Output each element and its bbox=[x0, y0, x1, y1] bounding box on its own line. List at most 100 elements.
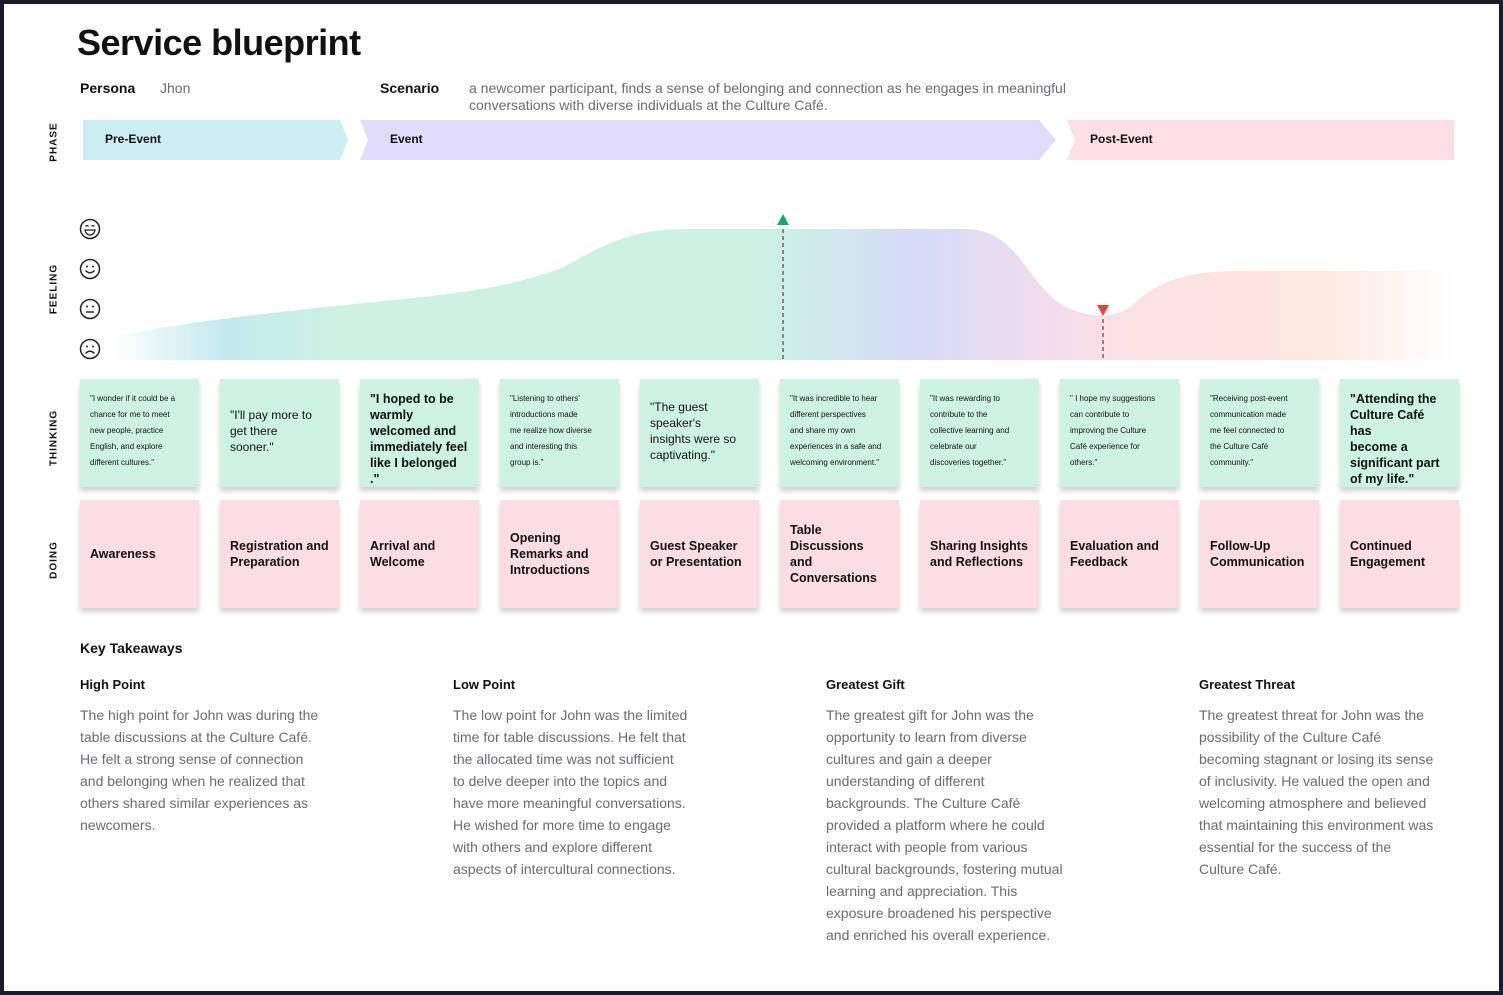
quote-line: English, and explore bbox=[90, 442, 163, 451]
thinking-note: " I hope my suggestions can contribute to… bbox=[1060, 379, 1179, 487]
quote-line: welcoming environment." bbox=[790, 458, 880, 467]
takeaway-line: the allocated time was not sufficient bbox=[453, 751, 674, 767]
takeaway-line: with others and explore different bbox=[453, 839, 652, 855]
phase-arrow-event bbox=[360, 120, 1056, 160]
phase-label-pre-event: Pre-Event bbox=[105, 132, 162, 146]
takeaway-line: becoming stagnant or losing its sense bbox=[1199, 751, 1434, 767]
step-line: Preparation bbox=[230, 555, 300, 569]
quote-line: immediately feel bbox=[370, 440, 468, 454]
quote-line: "I'll pay more to bbox=[230, 408, 312, 422]
quote-line: "I wonder if it could be a bbox=[90, 394, 176, 403]
doing-step-label: Awareness bbox=[80, 546, 166, 562]
quote-line: warmly bbox=[370, 408, 414, 422]
step-line: Introductions bbox=[510, 563, 590, 577]
quote-line: community." bbox=[1210, 458, 1254, 467]
very-happy-face-icon bbox=[79, 218, 101, 240]
quote-line: of my life." bbox=[1350, 472, 1415, 486]
quote-line: Café experience for bbox=[1070, 442, 1140, 451]
step-line: Registration and bbox=[230, 539, 329, 553]
quote-line: "Receiving post-event bbox=[1210, 394, 1288, 403]
quote-line: like I belonged ." bbox=[370, 456, 457, 486]
page-title: Service blueprint bbox=[77, 22, 361, 63]
quote-line: me realize how diverse bbox=[510, 426, 592, 435]
quote-line: become a bbox=[1350, 440, 1408, 454]
takeaway-line: of inclusivity. He valued the open and bbox=[1199, 773, 1430, 789]
takeaway-line: possibility of the Culture Café bbox=[1199, 729, 1382, 745]
quote-line: welcomed and bbox=[370, 424, 457, 438]
takeaway-line: The greatest threat for John was the bbox=[1199, 707, 1424, 723]
thinking-quote: " I hope my suggestions can contribute to… bbox=[1060, 379, 1179, 471]
quote-line: "The guest bbox=[650, 400, 708, 414]
step-line: Continued bbox=[1350, 539, 1412, 553]
happy-face-icon bbox=[79, 258, 101, 280]
quote-line: speaker's bbox=[650, 416, 701, 430]
neutral-face-icon bbox=[79, 298, 101, 320]
scenario-label: Scenario bbox=[380, 80, 440, 96]
doing-note: Awareness bbox=[80, 500, 199, 608]
step-line: Feedback bbox=[1070, 555, 1128, 569]
takeaway-line: exposure broadened his perspective bbox=[826, 905, 1052, 921]
feeling-curve bbox=[114, 214, 1454, 360]
low-point-marker bbox=[1097, 305, 1109, 316]
takeaway-line: He felt a strong sense of connection bbox=[80, 751, 304, 767]
takeaway-title: Low Point bbox=[453, 677, 516, 692]
scenario-text: a newcomer participant, finds a sense of… bbox=[469, 80, 1066, 114]
takeaway-line: and belonging when he realized that bbox=[80, 773, 305, 789]
quote-line: others." bbox=[1070, 458, 1098, 467]
quote-line: "I hoped to be bbox=[370, 392, 454, 406]
quote-line: get there bbox=[230, 424, 278, 438]
takeaway-line: provided a platform where he could bbox=[826, 817, 1045, 833]
phase-label-post-event: Post-Event bbox=[1090, 132, 1153, 146]
quote-line: experiences in a safe and bbox=[790, 442, 882, 451]
takeaway-line: aspects of intercultural connections. bbox=[453, 861, 676, 877]
step-line: Guest Speaker bbox=[650, 539, 738, 553]
quote-line: can contribute to bbox=[1070, 410, 1130, 419]
takeaway-line: cultural backgrounds, fostering mutual bbox=[826, 861, 1063, 877]
quote-line: discoveries together." bbox=[930, 458, 1007, 467]
takeaway-line: others shared similar experiences as bbox=[80, 795, 308, 811]
takeaway-line: cultures and gain a deeper bbox=[826, 751, 992, 767]
takeaway-line: newcomers. bbox=[80, 817, 156, 833]
quote-line: the Culture Café bbox=[1210, 442, 1269, 451]
takeaway-title: Greatest Gift bbox=[826, 677, 905, 692]
thinking-note: "I hoped to be warmly welcomed and immediat… bbox=[360, 379, 479, 487]
phase-arrow-post-event bbox=[1067, 120, 1454, 160]
quote-line: introductions made bbox=[510, 410, 578, 419]
phase-arrow-pre-event bbox=[83, 120, 348, 160]
step-line: Table bbox=[790, 523, 822, 537]
quote-line: different cultures." bbox=[90, 458, 155, 467]
takeaway-title: Greatest Threat bbox=[1199, 677, 1296, 692]
takeaway-line: The greatest gift for John was the bbox=[826, 707, 1034, 723]
quote-line: new people, practice bbox=[90, 426, 164, 435]
quote-line: communication made bbox=[1210, 410, 1287, 419]
quote-line: contribute to the bbox=[930, 410, 988, 419]
quote-line: improving the Culture bbox=[1070, 426, 1147, 435]
step-line: Remarks and bbox=[510, 547, 589, 561]
takeaway-line: He wished for more time to engage bbox=[453, 817, 671, 833]
quote-line: and share my own bbox=[790, 426, 856, 435]
quote-line: " I hope my suggestions bbox=[1070, 394, 1156, 403]
quote-line: "It was rewarding to bbox=[930, 394, 1000, 403]
takeaway-line: The low point for John was the limited bbox=[453, 707, 688, 723]
quote-line: celebrate our bbox=[930, 442, 977, 451]
thinking-quote: "I hoped to be warmly welcomed and immediat… bbox=[360, 379, 479, 487]
